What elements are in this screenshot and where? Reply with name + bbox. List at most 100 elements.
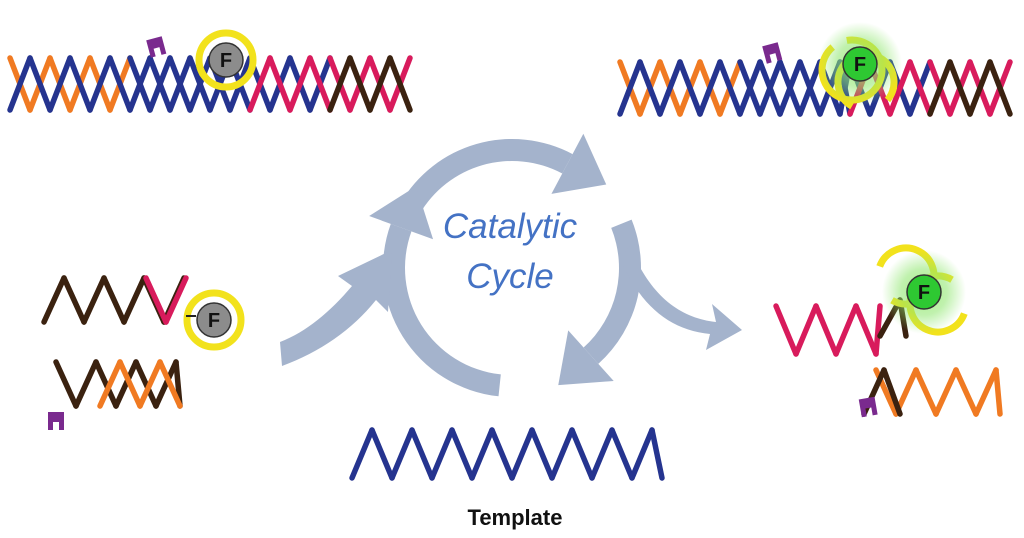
- strand-segment: [717, 59, 743, 117]
- fluorophore-active: F: [818, 22, 902, 106]
- modifier-shape: [48, 412, 64, 430]
- strand-segment: [307, 55, 333, 113]
- strand-segment: [609, 427, 635, 481]
- cycle-arrowhead-left: [369, 186, 434, 240]
- fluorophore-circle-icon: [906, 274, 942, 310]
- fluorophore-circle-icon: [196, 302, 232, 338]
- strand-segment: [637, 59, 663, 117]
- strand-segment: [137, 359, 163, 409]
- strand-segment: [987, 59, 1013, 117]
- fluorophore-letter: F: [854, 54, 866, 76]
- fluorophore-circle-icon: [208, 42, 244, 78]
- strand-segment: [947, 59, 973, 117]
- output-arrow: [620, 246, 742, 350]
- strand-segment: [489, 427, 515, 481]
- strand-segment: [347, 55, 373, 113]
- quencher-ring-icon: [183, 289, 245, 351]
- strand-segment: [833, 303, 859, 357]
- strand-segment: [67, 55, 93, 113]
- purple-modifier-icon: [48, 412, 64, 430]
- cycle-arrowhead-top: [551, 133, 607, 194]
- strand-segment: [113, 359, 139, 409]
- cycle-arrowhead-right: [558, 330, 614, 386]
- strand-segment: [927, 59, 953, 117]
- strand-segment: [121, 275, 147, 325]
- strand-segment: [589, 427, 615, 481]
- strand-segment: [369, 427, 395, 481]
- fluorophore-letter: F: [918, 282, 930, 304]
- fluorophore-circle-icon: [842, 46, 878, 82]
- strand-segment: [429, 427, 455, 481]
- cycle-arrows: [280, 133, 742, 397]
- strand-segment: [143, 275, 169, 325]
- strand-bottom: [327, 55, 413, 113]
- strand-segment: [387, 55, 413, 113]
- strand-segment: [267, 55, 293, 113]
- strand-segment: [187, 55, 213, 113]
- strand-segment: [127, 55, 153, 113]
- strand-segment: [389, 427, 415, 481]
- strand-segment: [913, 367, 939, 417]
- purple-modifier-icon: [762, 42, 783, 64]
- strand-segment: [967, 59, 993, 117]
- strand-bottom: [247, 55, 333, 113]
- strand-segment: [327, 55, 353, 113]
- strand-segment: [757, 59, 783, 117]
- strand-segment: [97, 359, 123, 409]
- strand-segment: [549, 427, 575, 481]
- fluorophore-quenched: F: [196, 302, 232, 338]
- strand-segment: [881, 367, 903, 417]
- strand-segment: [157, 359, 183, 409]
- strand-segment: [41, 275, 67, 325]
- strand-bottom: [927, 59, 1013, 117]
- strand-segment: [81, 275, 107, 325]
- cycle-arc-left: [383, 223, 501, 397]
- strand-segment: [873, 303, 883, 357]
- fluorophore-active: F: [882, 250, 966, 334]
- modifier-shape: [146, 36, 167, 58]
- strand-segment: [167, 55, 193, 113]
- strand-segment: [133, 359, 159, 409]
- strand-segment: [287, 55, 313, 113]
- strand-segment: [797, 59, 823, 117]
- strand-segment: [93, 359, 119, 409]
- strand-segment: [509, 427, 535, 481]
- strand-segment: [469, 427, 495, 481]
- strand-segment: [53, 359, 79, 409]
- strand-segment: [793, 303, 819, 357]
- cycle-arc-top: [400, 139, 573, 215]
- strand-segment: [853, 303, 879, 357]
- strand-segment: [349, 427, 375, 481]
- template-strand: [349, 427, 665, 481]
- strand-segment: [993, 367, 1003, 417]
- strand-segment: [449, 427, 475, 481]
- catalytic-label: Catalytic: [442, 207, 578, 246]
- strand-segment: [147, 55, 173, 113]
- purple-modifier-icon: [858, 396, 878, 418]
- strand-segment: [657, 59, 683, 117]
- strand-segment: [117, 359, 143, 409]
- strand-bottom: [617, 59, 743, 117]
- cycle-label: Cycle: [466, 257, 554, 296]
- strand-segment: [247, 55, 273, 113]
- strand-segment: [973, 367, 999, 417]
- strand-left-lower: [53, 359, 183, 409]
- strand-bottom: [7, 55, 133, 113]
- quencher-ring-icon: [195, 29, 257, 91]
- strand-segment: [907, 59, 933, 117]
- strand-segment: [953, 367, 979, 417]
- strand-segment: [529, 427, 555, 481]
- strand-segment: [61, 275, 87, 325]
- strand-segment: [153, 359, 179, 409]
- modifier-shape: [762, 42, 783, 64]
- strand-segment: [887, 59, 913, 117]
- fluorophore-letter: F: [208, 310, 220, 332]
- strand-segment: [7, 55, 33, 113]
- strand-segment: [737, 59, 763, 117]
- product-strand-pink: [773, 303, 883, 357]
- purple-modifier-icon: [146, 36, 167, 58]
- strand-segment: [649, 427, 665, 481]
- strand-segment: [697, 59, 723, 117]
